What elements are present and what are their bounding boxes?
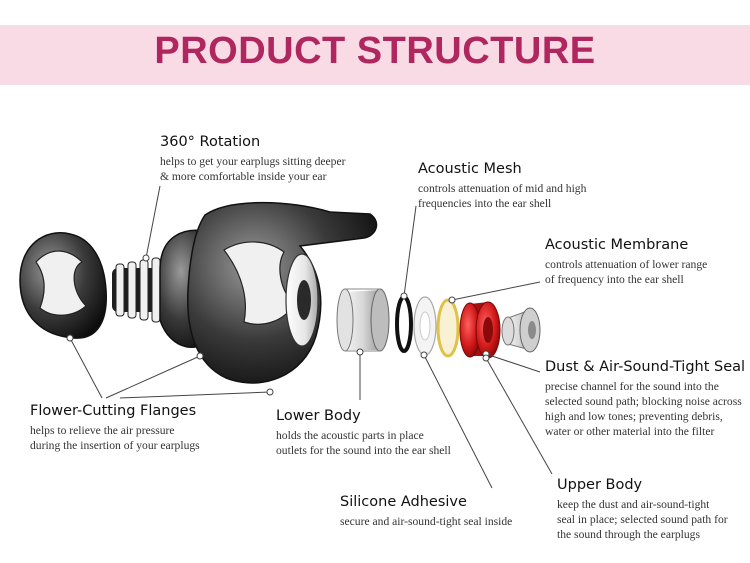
callout-title: Flower-Cutting Flanges [30,403,197,419]
title-banner [0,25,750,85]
leader-acoustic-membrane [451,281,541,301]
leader-acoustic-mesh [403,205,417,297]
callout-title: 360° Rotation [160,134,261,150]
callout-line: & more comfortable inside your ear [160,170,327,183]
leader-flange-2 [105,355,201,399]
upper-body-cap [501,307,541,353]
callout-line: precise channel for the sound into the [545,380,719,393]
callout-line: selected sound path; blocking noise acro… [545,395,742,408]
leader-silicone-adhesive [423,354,493,489]
callout-line: seal in place; selected sound path for [557,513,728,526]
callout-title: Lower Body [276,408,361,424]
dust-seal-ring [459,301,501,359]
callout-acoustic-membrane: Acoustic Membrane controls attenuation o… [545,236,707,287]
leader-dust-seal [485,353,541,373]
callout-acoustic-mesh: Acoustic Mesh controls attenuation of mi… [418,160,586,211]
callout-line: holds the acoustic parts in place [276,429,424,442]
leader-rotation [145,185,161,259]
callout-line: the sound through the earplugs [557,528,700,541]
callout-title: Dust & Air-Sound-Tight Seal [545,359,746,375]
leader-flange-1 [69,337,103,399]
callout-line: during the insertion of your earplugs [30,439,200,452]
callout-title: Upper Body [557,477,643,493]
callout-line: keep the dust and air-sound-tight [557,498,710,511]
callout-flanges: Flower-Cutting Flanges helps to relieve … [30,402,200,453]
callout-upper-body: Upper Body keep the dust and air-sound-t… [557,476,728,542]
callout-title: Acoustic Membrane [545,237,689,253]
callout-title: Acoustic Mesh [418,161,522,177]
callout-line: controls attenuation of lower range [545,258,708,271]
callout-line: of frequency into the ear shell [545,273,684,286]
callout-silicone-adhesive: Silicone Adhesive secure and air-sound-t… [340,493,512,529]
callout-line: helps to get your earplugs sitting deepe… [160,155,346,168]
acoustic-mesh-ring [395,295,413,353]
lower-body-flange [159,201,378,384]
threaded-stem [112,257,161,323]
leader-lines [69,185,553,489]
leader-flange-3 [119,391,271,399]
leader-dots [66,254,490,396]
acoustic-membrane-ring [436,298,460,358]
leader-upper-body [485,357,553,475]
callout-line: frequencies into the ear shell [418,197,552,210]
callout-line: controls attenuation of mid and high [418,182,587,195]
lower-body-cylinder [336,288,390,352]
callout-lower-body: Lower Body holds the acoustic parts in p… [276,407,451,458]
callout-line: high and low tones; preventing debris, [545,410,723,423]
page-title: PRODUCT STRUCTURE [154,30,596,72]
callout-rotation: 360° Rotation helps to get your earplugs… [160,133,345,184]
callout-line: helps to relieve the air pressure [30,424,175,437]
callout-title: Silicone Adhesive [340,494,467,510]
callout-line: secure and air-sound-tight seal inside [340,515,513,528]
callout-line: water or other material into the filter [545,425,715,438]
callout-line: outlets for the sound into the ear shell [276,444,451,457]
end-flange-cap [19,232,107,339]
silicone-adhesive-disc [413,296,437,356]
callout-dust-seal: Dust & Air-Sound-Tight Seal precise chan… [545,358,745,439]
